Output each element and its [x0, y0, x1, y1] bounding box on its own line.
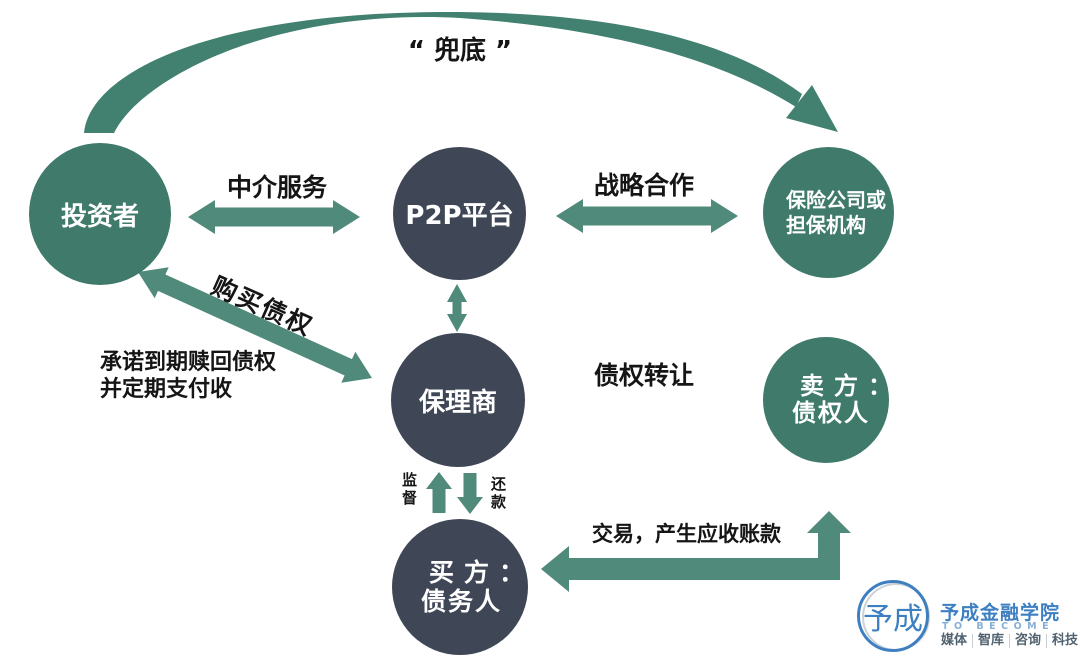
trade-label: 交易，产生应收账款	[592, 522, 781, 546]
node-investor: 投资者	[29, 143, 171, 285]
logo-tag-media: 媒体	[941, 633, 968, 648]
strategic-cooperation-label: 战略合作	[593, 171, 694, 200]
logo-tag-consulting: 咨询	[1009, 634, 1046, 648]
promise-label: 承诺到期赎回债权 并定期支付收	[100, 349, 276, 403]
node-p2p-platform: P2P平台	[393, 147, 526, 280]
trade-elbow-arrow	[541, 511, 851, 592]
logo-name: 予成金融学院	[940, 602, 1061, 624]
repayment-arrow	[457, 473, 483, 514]
promise-line1: 承诺到期赎回债权	[100, 350, 277, 375]
node-insurance-line2: 担保机构	[786, 212, 866, 237]
supervision-arrow	[426, 472, 452, 513]
node-buyer: 买方： 债务人	[392, 519, 528, 655]
logo-mark-text: 予成	[863, 602, 923, 637]
node-investor-label: 投资者	[60, 201, 139, 232]
logo-slogan: TO BECOME	[942, 621, 1055, 632]
node-factor: 保理商	[391, 333, 525, 467]
intermediary-arrow	[188, 200, 360, 234]
logo-mark-icon: 予成	[857, 580, 929, 652]
node-seller: 卖方： 债权人	[763, 337, 892, 463]
brand-logo: 予成 予成金融学院 TO BECOME 媒体 智库 咨询 科技	[852, 576, 1078, 664]
underwrite-arc-arrowhead	[786, 85, 838, 132]
node-seller-line1: 卖方：	[800, 372, 902, 400]
intermediary-service-label: 中介服务	[226, 173, 327, 202]
logo-tags: 媒体 智库 咨询 科技	[941, 634, 1080, 648]
node-insurance: 保险公司或 担保机构	[763, 147, 894, 278]
repayment-label: 还款	[489, 476, 507, 512]
strategic-arrow	[556, 199, 738, 233]
promise-line2: 并定期支付收	[100, 377, 233, 402]
debt-transfer-label: 债权转让	[593, 361, 694, 390]
logo-tag-tech: 科技	[1046, 634, 1080, 648]
node-buyer-line2: 债务人	[421, 587, 503, 616]
node-buyer-line1: 买方：	[429, 558, 535, 587]
logo-tag-thinktank: 智库	[972, 634, 1009, 648]
node-factor-label: 保理商	[418, 387, 497, 418]
node-p2p-label: P2P平台	[405, 201, 514, 231]
supervision-label: 监督	[400, 472, 418, 508]
underwrite-label: “ 兜底 ”	[407, 36, 513, 66]
p2p-factor-arrow	[447, 284, 467, 332]
node-seller-line2: 债权人	[792, 399, 870, 427]
purchase-debt-arrow	[138, 267, 372, 383]
node-insurance-line1: 保险公司或	[786, 187, 886, 212]
